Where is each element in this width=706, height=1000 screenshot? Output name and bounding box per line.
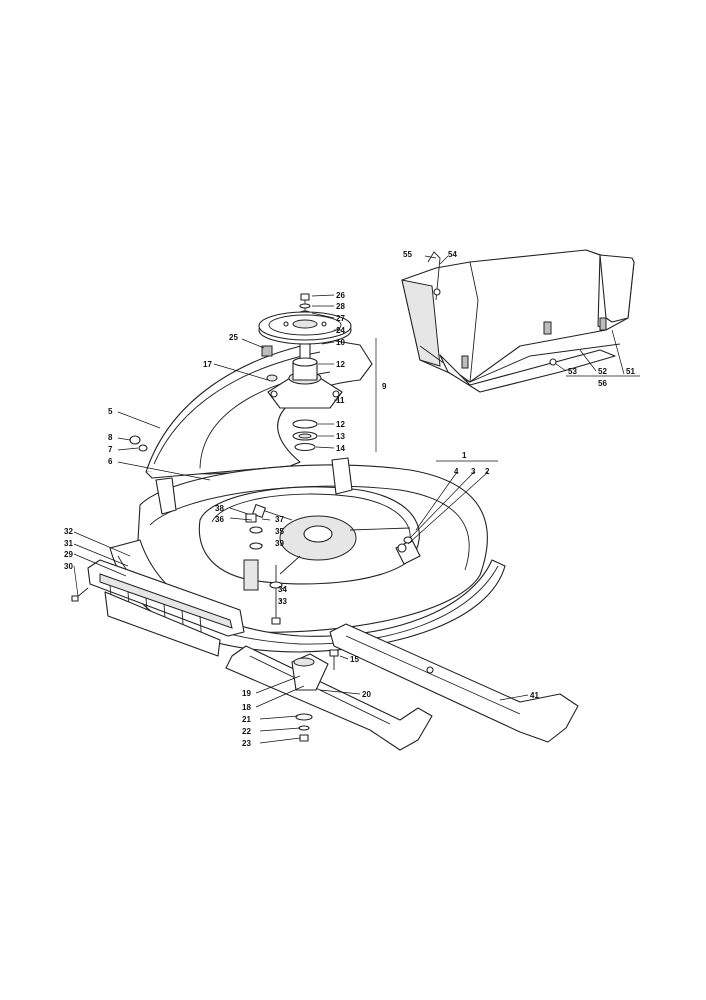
callout-17: 17 <box>203 360 212 369</box>
callout-20: 20 <box>362 690 371 699</box>
callout-41: 41 <box>530 691 539 700</box>
callout-34: 34 <box>278 585 287 594</box>
blade-right <box>329 623 579 743</box>
callout-9: 9 <box>382 382 387 391</box>
callout-14: 14 <box>336 444 345 453</box>
callout-21: 21 <box>242 715 251 724</box>
callout-26: 26 <box>336 291 345 300</box>
callout-35: 35 <box>275 527 284 536</box>
callout-31: 31 <box>64 539 73 548</box>
callout-27: 27 <box>336 314 345 323</box>
callout-33: 33 <box>278 597 287 606</box>
callout-55: 55 <box>403 250 412 259</box>
spindle-assembly <box>258 293 352 452</box>
callout-labels: 55 54 26 28 27 24 25 10 12 17 9 11 5 12 … <box>64 250 635 748</box>
callout-30: 30 <box>64 562 73 571</box>
callout-53: 53 <box>568 367 577 376</box>
callout-54: 54 <box>448 250 457 259</box>
callout-51: 51 <box>626 367 635 376</box>
callout-7: 7 <box>108 445 113 454</box>
callout-56: 56 <box>598 379 607 388</box>
callout-22: 22 <box>242 727 251 736</box>
callout-37: 37 <box>275 515 284 524</box>
callout-38: 38 <box>215 504 224 513</box>
leader-lines <box>73 255 640 744</box>
callout-1: 1 <box>462 451 467 460</box>
callout-5: 5 <box>108 407 113 416</box>
callout-19: 19 <box>242 689 251 698</box>
callout-29: 29 <box>64 550 73 559</box>
callout-25: 25 <box>229 333 238 342</box>
callout-15: 15 <box>350 655 359 664</box>
callout-18: 18 <box>242 703 251 712</box>
mower-deck-housing <box>109 457 506 653</box>
deck-hardware <box>71 435 413 742</box>
callout-52: 52 <box>598 367 607 376</box>
grass-chute-assembly <box>401 249 635 393</box>
callout-36: 36 <box>215 515 224 524</box>
callout-13: 13 <box>336 432 345 441</box>
callout-10: 10 <box>336 338 345 347</box>
blade-hub <box>291 653 329 691</box>
side-deflector <box>87 559 245 657</box>
callout-6: 6 <box>108 457 113 466</box>
callout-3: 3 <box>471 467 476 476</box>
callout-12-lower: 12 <box>336 420 345 429</box>
callout-2: 2 <box>485 467 490 476</box>
callout-39: 39 <box>275 539 284 548</box>
callout-23: 23 <box>242 739 251 748</box>
callout-32: 32 <box>64 527 73 536</box>
callout-11: 11 <box>336 396 345 405</box>
callout-8: 8 <box>108 433 113 442</box>
callout-12-upper: 12 <box>336 360 345 369</box>
callout-28: 28 <box>336 302 345 311</box>
callout-24: 24 <box>336 326 345 335</box>
callout-4: 4 <box>454 467 459 476</box>
